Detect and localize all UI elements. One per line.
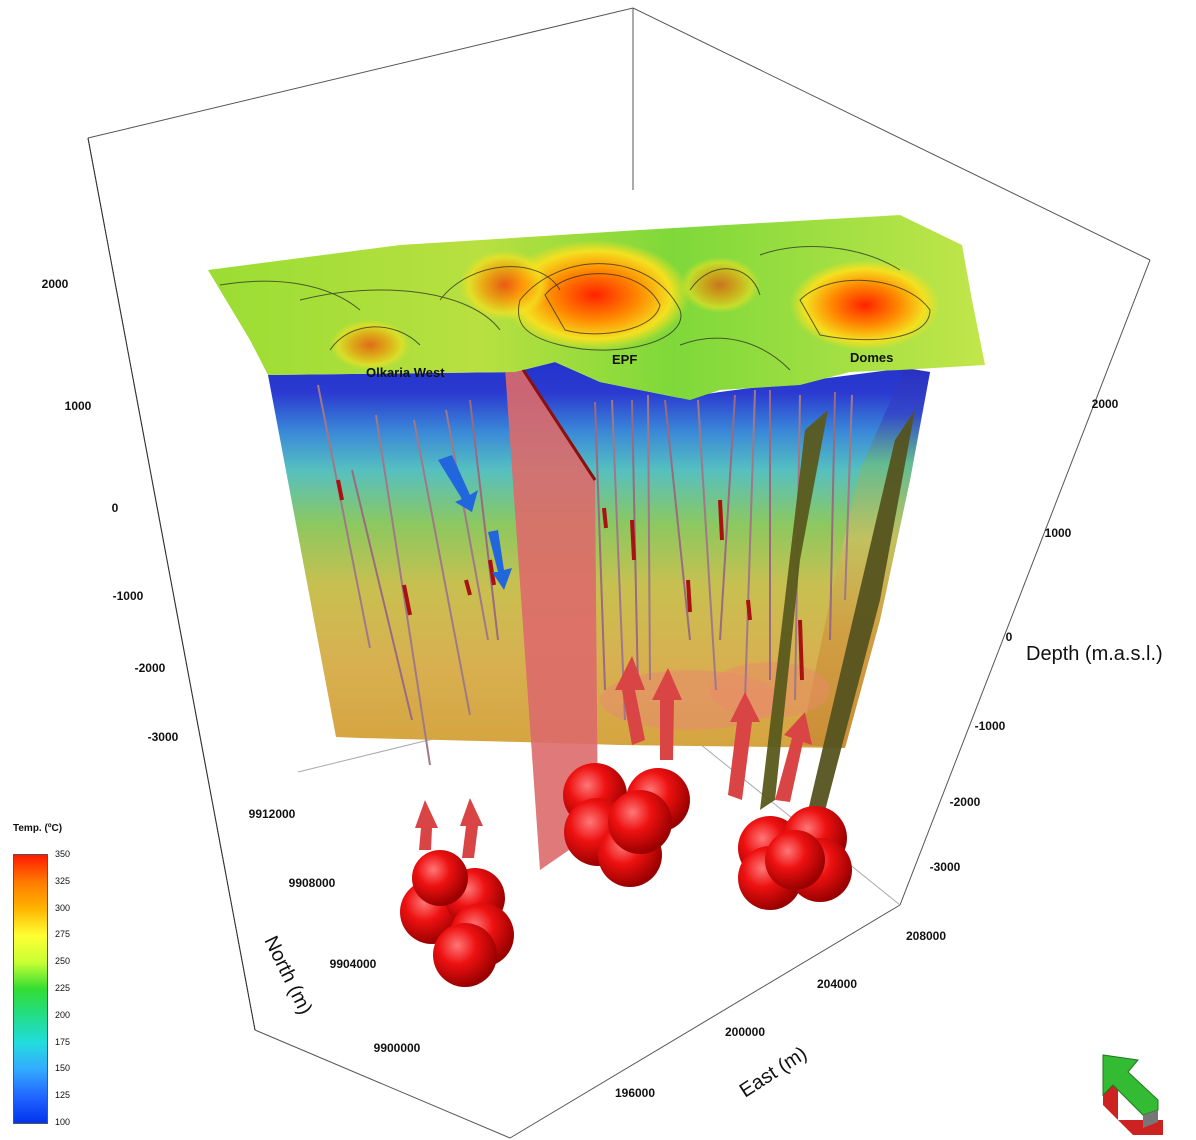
legend-tick: 250 xyxy=(55,956,71,966)
legend-title: Temp. (ºC) xyxy=(13,823,63,834)
depth-right-tick: -3000 xyxy=(930,860,961,874)
depth-right-tick: 1000 xyxy=(1045,526,1072,540)
magma-body-central xyxy=(563,763,690,887)
depth-left-tick: 0 xyxy=(112,501,119,515)
east-tick: 196000 xyxy=(615,1086,655,1100)
depth-right-tick: 0 xyxy=(1006,630,1013,644)
magma-body-west xyxy=(400,850,514,987)
upflow-arrows xyxy=(415,656,812,858)
north-axis: 9912000 9908000 9904000 9900000 North (m… xyxy=(249,807,421,1055)
legend-tick: 150 xyxy=(55,1063,71,1073)
east-tick: 208000 xyxy=(906,929,946,943)
legend-tick: 100 xyxy=(55,1117,71,1127)
depth-left-tick: 2000 xyxy=(42,277,69,291)
legend-tick: 325 xyxy=(55,876,71,886)
temperature-legend: Temp. (ºC) 350 325 300 275 250 225 200 1… xyxy=(5,823,85,1133)
cold-inflow-arrows xyxy=(438,455,512,590)
depth-right-tick: 2000 xyxy=(1092,397,1119,411)
legend-tick: 175 xyxy=(55,1037,71,1047)
depth-left-tick: -2000 xyxy=(135,661,166,675)
depth-axis-left: 2000 1000 0 -1000 -2000 -3000 xyxy=(42,137,256,1031)
east-tick: 204000 xyxy=(817,977,857,991)
field-label-epf: EPF xyxy=(612,352,637,367)
north-axis-title: North (m) xyxy=(260,933,317,1019)
legend-tick: 225 xyxy=(55,983,71,993)
north-tick: 9908000 xyxy=(289,876,336,890)
east-axis-title: East (m) xyxy=(736,1043,811,1103)
north-arrow-icon xyxy=(1102,1054,1163,1135)
legend-colorbar xyxy=(13,854,48,1124)
depth-axis-right: 2000 1000 0 -1000 -2000 -3000 Depth (m.a… xyxy=(930,397,1163,874)
temperature-block xyxy=(268,362,930,748)
legend-tick: 200 xyxy=(55,1010,71,1020)
east-tick: 200000 xyxy=(725,1025,765,1039)
depth-right-tick: -1000 xyxy=(975,719,1006,733)
north-tick: 9900000 xyxy=(374,1041,421,1055)
legend-tick: 125 xyxy=(55,1090,71,1100)
depth-right-tick: -2000 xyxy=(950,795,981,809)
depth-axis-title: Depth (m.a.s.l.) xyxy=(1026,643,1163,665)
surface-topography: Olkaria West EPF Domes xyxy=(208,215,985,400)
north-tick: 9912000 xyxy=(249,807,296,821)
legend-tick: 350 xyxy=(55,849,71,859)
field-label-olkaria-west: Olkaria West xyxy=(366,365,445,380)
legend-tick: 300 xyxy=(55,903,71,913)
depth-left-tick: -1000 xyxy=(113,589,144,603)
field-label-domes: Domes xyxy=(850,350,893,365)
legend-tick: 275 xyxy=(55,929,71,939)
depth-left-tick: 1000 xyxy=(65,399,92,413)
well-hot-zones xyxy=(336,479,804,681)
faults xyxy=(504,363,915,870)
north-tick: 9904000 xyxy=(330,957,377,971)
magma-body-east xyxy=(738,806,852,910)
well-traces xyxy=(317,384,853,766)
east-axis: 208000 204000 200000 196000 East (m) xyxy=(615,929,946,1102)
depth-left-tick: -3000 xyxy=(148,730,179,744)
